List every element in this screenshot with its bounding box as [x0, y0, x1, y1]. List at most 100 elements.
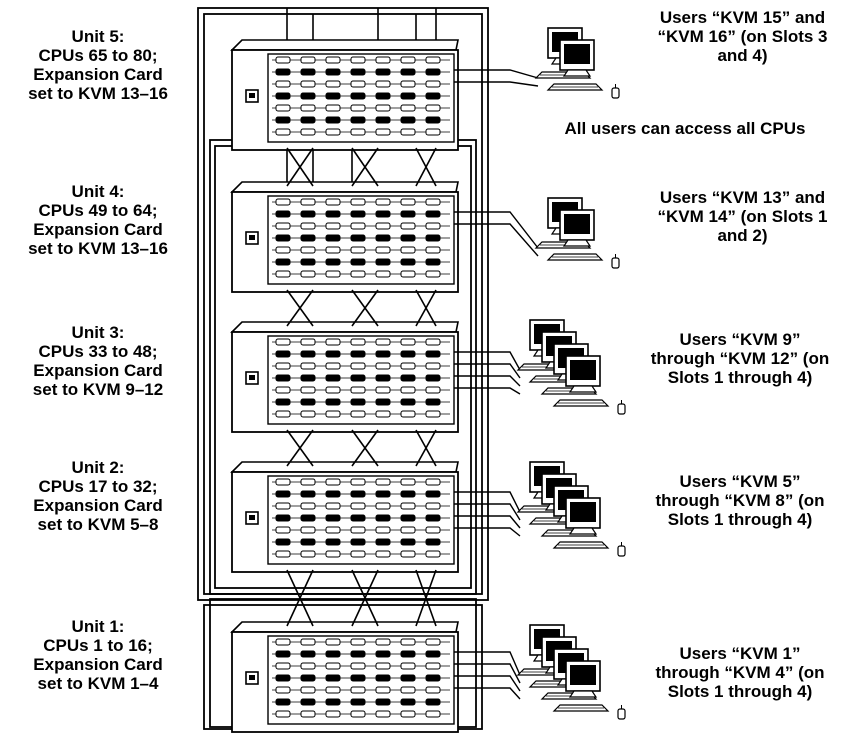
- db-connector-port: [326, 711, 340, 717]
- db-connector-port: [301, 247, 315, 253]
- db-connector-port: [301, 515, 315, 521]
- unit-4-label: Unit 4:CPUs 49 to 64;Expansion Cardset t…: [0, 182, 196, 258]
- db-connector-port: [276, 491, 290, 497]
- db-connector-port: [376, 351, 390, 357]
- monitor-stand: [570, 528, 596, 534]
- db-connector-port: [401, 651, 415, 657]
- db-connector-port: [351, 259, 365, 265]
- db-connector-port: [301, 129, 315, 135]
- db-connector-port: [276, 663, 290, 669]
- db-connector-port: [326, 479, 340, 485]
- db-connector-port: [351, 105, 365, 111]
- db-connector-port: [426, 551, 440, 557]
- db-connector-port: [326, 105, 340, 111]
- db-connector-port: [276, 223, 290, 229]
- db-connector-port: [376, 69, 390, 75]
- db-connector-port: [326, 515, 340, 521]
- db-connector-port: [401, 515, 415, 521]
- db-connector-port: [401, 527, 415, 533]
- db-connector-port: [426, 271, 440, 277]
- db-connector-port: [351, 711, 365, 717]
- db-connector-port: [276, 515, 290, 521]
- db-connector-port: [401, 211, 415, 217]
- db-connector-port: [301, 81, 315, 87]
- db-connector-port: [376, 711, 390, 717]
- kvm-switch-unit: [232, 182, 458, 292]
- db-connector-port: [326, 539, 340, 545]
- user-console-group: [518, 320, 625, 414]
- monitor-screen: [564, 44, 590, 64]
- db-connector-port: [276, 339, 290, 345]
- db-connector-port: [426, 651, 440, 657]
- db-connector-port: [426, 57, 440, 63]
- db-connector-port: [326, 223, 340, 229]
- monitor-screen: [570, 502, 596, 522]
- user-console-group: [518, 625, 625, 719]
- db-connector-port: [351, 387, 365, 393]
- db-connector-port: [351, 375, 365, 381]
- unit-top-face: [232, 322, 458, 332]
- db-connector-port: [326, 527, 340, 533]
- power-inlet-pins: [249, 515, 255, 520]
- db-connector-port: [426, 339, 440, 345]
- db-connector-port: [426, 81, 440, 87]
- db-connector-port: [401, 93, 415, 99]
- db-connector-port: [351, 503, 365, 509]
- console-cable: [454, 688, 520, 699]
- console-cable: [454, 516, 520, 528]
- db-connector-port: [301, 411, 315, 417]
- db-connector-port: [351, 363, 365, 369]
- db-connector-port: [276, 375, 290, 381]
- db-connector-port: [301, 235, 315, 241]
- console-cable: [454, 376, 520, 386]
- console-cable: [454, 82, 538, 86]
- db-connector-port: [351, 491, 365, 497]
- db-connector-port: [426, 387, 440, 393]
- db-connector-port: [276, 117, 290, 123]
- db-connector-port: [276, 411, 290, 417]
- db-connector-port: [301, 687, 315, 693]
- db-connector-port: [401, 81, 415, 87]
- db-connector-port: [401, 675, 415, 681]
- db-connector-port: [326, 399, 340, 405]
- db-connector-port: [301, 639, 315, 645]
- db-connector-port: [376, 479, 390, 485]
- db-connector-port: [326, 129, 340, 135]
- unit-top-face: [232, 40, 458, 50]
- db-connector-port: [376, 105, 390, 111]
- db-connector-port: [426, 375, 440, 381]
- db-connector-port: [426, 247, 440, 253]
- db-connector-port: [301, 399, 315, 405]
- db-connector-port: [326, 639, 340, 645]
- db-connector-port: [376, 639, 390, 645]
- db-connector-port: [276, 199, 290, 205]
- db-connector-port: [276, 81, 290, 87]
- db-connector-port: [301, 527, 315, 533]
- db-connector-port: [351, 117, 365, 123]
- db-connector-port: [276, 259, 290, 265]
- db-connector-port: [276, 105, 290, 111]
- db-connector-port: [426, 235, 440, 241]
- db-connector-port: [351, 515, 365, 521]
- mouse-icon: [618, 709, 625, 719]
- db-connector-port: [276, 527, 290, 533]
- db-connector-port: [326, 651, 340, 657]
- db-connector-port: [376, 93, 390, 99]
- db-connector-port: [401, 105, 415, 111]
- db-connector-port: [326, 69, 340, 75]
- db-connector-port: [301, 259, 315, 265]
- db-connector-port: [351, 93, 365, 99]
- db-connector-port: [376, 675, 390, 681]
- user-console-group: [536, 28, 619, 98]
- db-connector-port: [276, 687, 290, 693]
- db-connector-port: [326, 699, 340, 705]
- users-kvm-13-14-label: Users “KVM 13” and“KVM 14” (on Slots 1an…: [630, 188, 855, 245]
- user-console-group: [518, 462, 625, 556]
- db-connector-port: [351, 479, 365, 485]
- db-connector-port: [326, 199, 340, 205]
- db-connector-port: [426, 363, 440, 369]
- db-connector-port: [376, 527, 390, 533]
- db-connector-port: [426, 491, 440, 497]
- db-connector-port: [326, 247, 340, 253]
